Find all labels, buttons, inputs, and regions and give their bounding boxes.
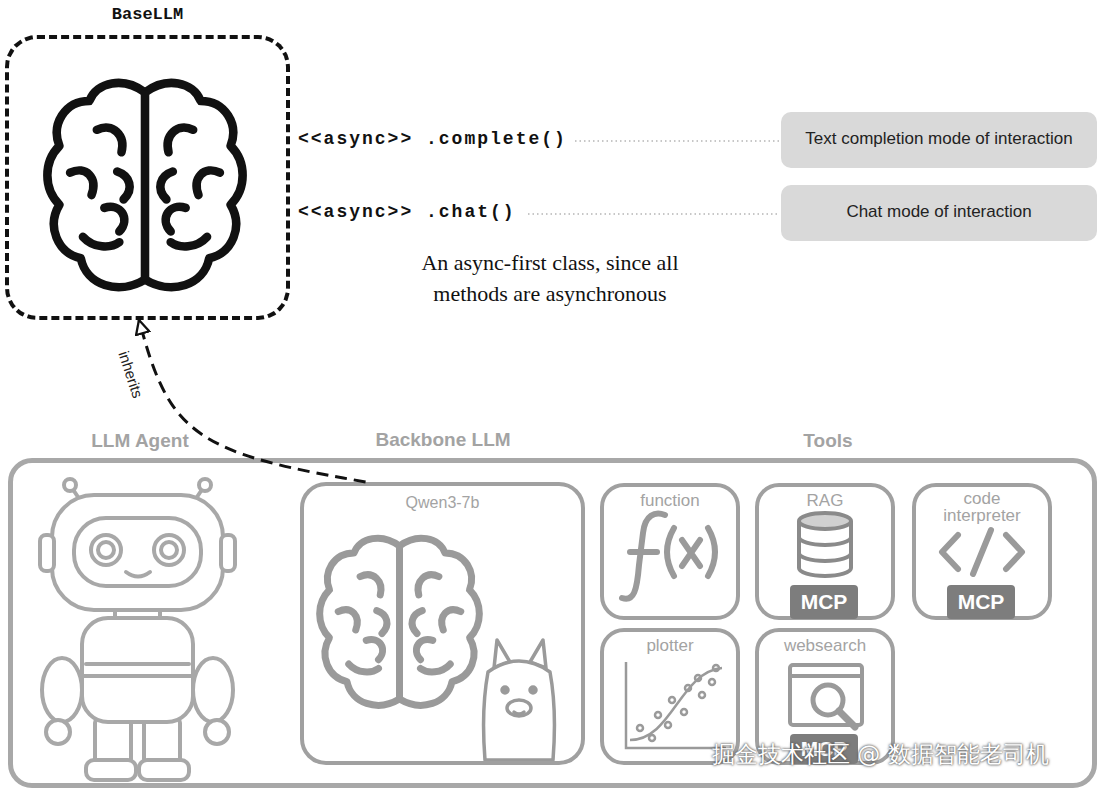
protocol-badge: MCP [947,585,1015,619]
method-signature: <<async>> .chat() [298,202,516,222]
robot-antenna-tip [64,479,76,491]
plot-dot [669,697,675,703]
robot-head [52,495,223,610]
protocol-badge-text: MCP [947,590,1015,614]
protocol-badge: MCP [790,585,858,619]
robot-ear [221,535,235,571]
protocol-badge-text: MCP [790,590,858,614]
plot-dot [695,675,701,681]
backbone-box: Backbone LLMQwen3-7b [300,482,585,765]
tool-box: RAG MCP [755,483,895,620]
function-icon [708,528,715,576]
robot-belt [86,662,189,666]
code-icon [1006,535,1022,569]
agent-container: LLM AgentToolsBackbone LLMQwen3-7bfuncti… [8,458,1097,788]
leader-line [528,213,779,215]
plot-curve [630,668,722,740]
plot-dot [709,679,715,685]
function-icon [682,540,700,566]
robot-ear [40,535,54,571]
tool-name: function [604,491,736,511]
tool-name: RAG [759,491,891,511]
annotation-note: An async-first class, since all methods … [392,247,708,309]
robot-arm [193,658,233,722]
class-name: BaseLLM [5,5,290,24]
section-heading: Backbone LLM [353,429,533,451]
method-signature: <<async>> .complete() [298,129,567,149]
llama-mouth [514,712,524,714]
tool-name: plotter [604,636,736,656]
robot-face [74,518,201,586]
robot-eye [91,535,121,565]
plot-dot [713,665,719,671]
database-icon [799,553,851,561]
watermark: 掘金技术社区 @ 数据智能老司机 [712,739,1049,770]
robot-smile [126,572,150,577]
mode-text: Chat mode of interaction [781,202,1097,222]
function-icon [622,514,665,599]
llama-head [484,661,555,760]
tool-box: function [600,483,740,620]
plot-dot [637,725,643,731]
llama-eye [530,687,536,693]
edge-label: inherits [112,339,150,411]
robot-eye [154,535,184,565]
robot-arm [42,658,82,722]
mode-box: Chat mode of interaction [781,185,1097,241]
llama-eye [502,687,508,693]
leader-line [575,140,779,142]
function-icon [630,549,657,555]
class-box: BaseLLM [5,35,290,320]
robot-belt [84,674,191,678]
section-heading: LLM Agent [60,430,220,452]
browser-bar [790,674,862,678]
magnifier-handle [839,711,855,727]
code-icon [942,535,958,569]
tool-box: code interpreterMCP [912,483,1052,620]
robot-body [82,618,193,722]
robot-foot [86,760,136,780]
section-heading: Tools [748,430,908,452]
plot-dot [655,712,661,718]
mode-box: Text completion mode of interaction [781,112,1097,168]
robot-pupil [98,542,114,558]
plot-dot [665,722,671,728]
tool-name: code interpreter [934,490,1030,524]
robot-foot [139,760,189,780]
function-icon [667,528,674,576]
code-icon [973,530,991,574]
database-icon [799,521,851,576]
mode-text: Text completion mode of interaction [781,129,1097,149]
brain-illustration [47,83,242,287]
robot-hand [205,720,229,744]
database-icon [799,513,851,529]
model-name: Qwen3-7b [304,494,581,512]
robot-pupil [161,542,177,558]
robot-hand [46,720,70,744]
plot-dot [685,685,691,691]
plot-dot [681,709,687,715]
plot-dot [649,735,655,741]
plot-dot [699,692,705,698]
llama-snout [507,700,531,716]
plot-axes [626,662,726,748]
brain-illustration [320,538,480,705]
browser-window [790,665,862,725]
tool-name: websearch [759,636,891,656]
database-icon [799,537,851,545]
robot-antenna-tip [199,479,211,491]
